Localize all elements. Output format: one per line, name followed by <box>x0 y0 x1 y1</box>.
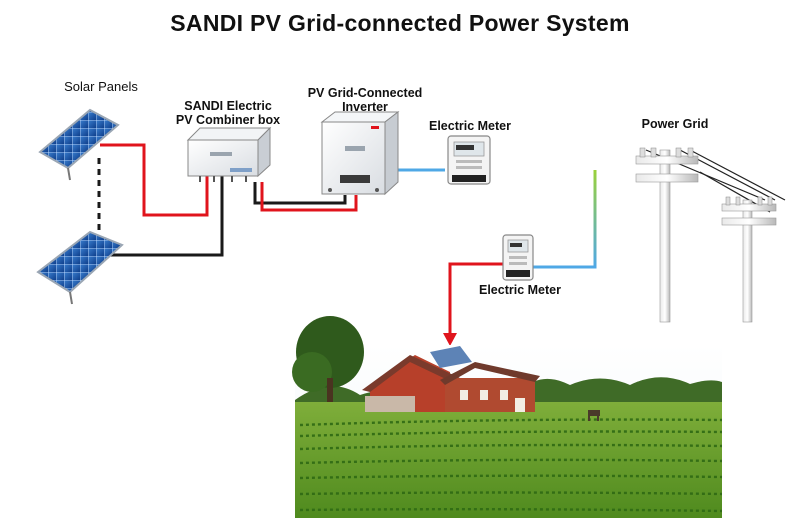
solar-panels-label: Solar Panels <box>64 79 138 94</box>
power-grid-poles <box>635 147 786 323</box>
inverter <box>320 110 400 196</box>
combiner-inverter-positive-wire <box>260 182 358 212</box>
dc-negative-wire <box>105 175 224 257</box>
feed-wire-house <box>448 262 503 335</box>
diagram-title: SANDI PV Grid-connected Power System <box>170 10 630 36</box>
power-grid-label: Power Grid <box>641 117 709 131</box>
electric-meter-top-label: Electric Meter <box>429 119 511 133</box>
electric-meter-bottom <box>502 234 534 281</box>
solar-panel-bottom <box>36 230 124 305</box>
inverter-label-line2: Inverter <box>342 100 388 114</box>
combiner-inverter-negative-wire <box>253 182 347 205</box>
feed-arrow-icon <box>443 333 457 346</box>
ac-wire-branch <box>533 170 597 269</box>
combiner-box <box>186 126 272 182</box>
electric-meter-bottom-label: Electric Meter <box>479 283 561 297</box>
inverter-label: PV Grid-Connected Inverter <box>300 86 430 114</box>
combiner-label-line1: SANDI Electric <box>184 99 272 113</box>
solar-panel-top <box>38 108 120 181</box>
farm-scene <box>292 316 723 518</box>
electric-meter-top <box>447 135 491 185</box>
inverter-label-line1: PV Grid-Connected <box>307 86 423 100</box>
combiner-label-line2: PV Combiner box <box>175 113 281 127</box>
combiner-box-label: SANDI Electric PV Combiner box <box>168 99 288 127</box>
dc-positive-wire <box>100 143 209 217</box>
